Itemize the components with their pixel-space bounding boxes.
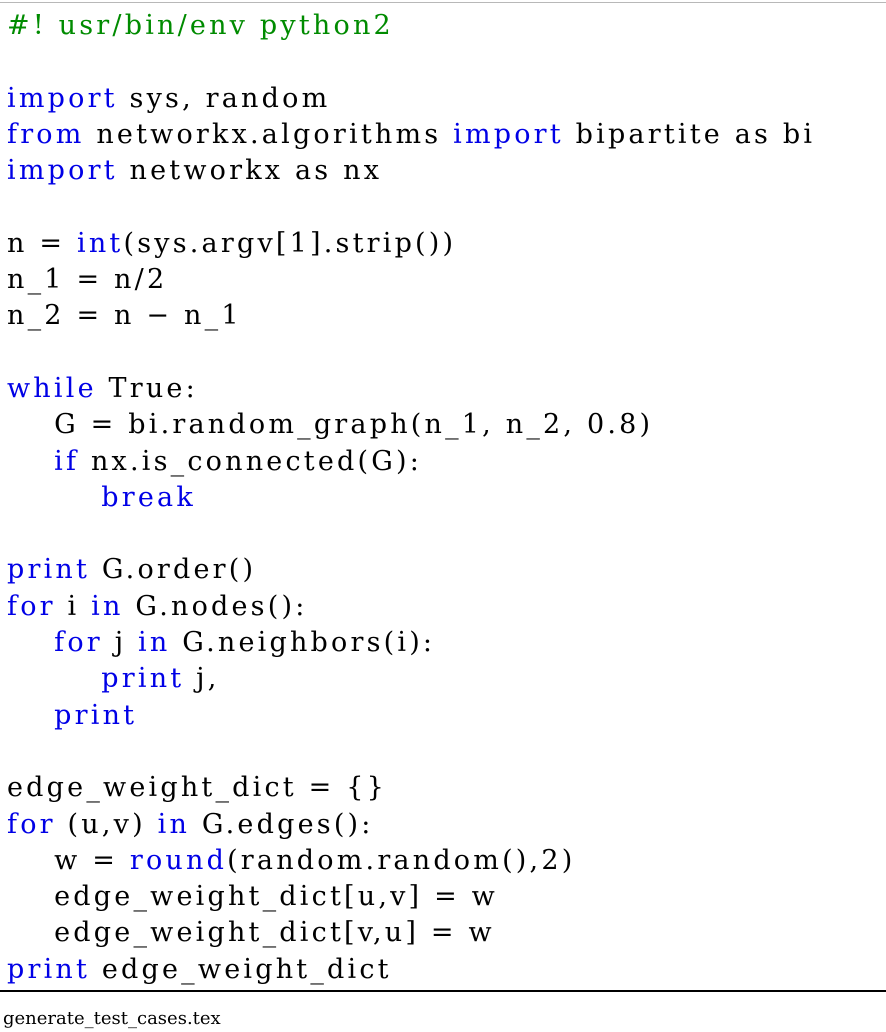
text-token: (random.random(),2): [227, 844, 576, 876]
keyword-token: round: [129, 844, 228, 876]
code-line: from networkx.algorithms import bipartit…: [7, 117, 882, 153]
code-line: edge_weight_dict[u,v] = w: [7, 879, 882, 915]
file-caption: generate_test_cases.tex: [3, 1008, 221, 1029]
code-line: [7, 734, 882, 770]
code-line: [7, 516, 882, 552]
code-line: print edge_weight_dict: [7, 952, 882, 988]
code-line: for j in G.neighbors(i):: [7, 625, 882, 661]
code-line: [7, 189, 882, 225]
text-token: networkx.algorithms: [84, 118, 454, 150]
keyword-token: import: [7, 155, 118, 187]
code-line: #! usr/bin/env python2: [7, 8, 882, 44]
keyword-token: print: [101, 663, 185, 695]
code-line: import networkx as nx: [7, 153, 882, 189]
text-token: bipartite as bi: [563, 118, 816, 150]
text-token: G.neighbors(i):: [170, 627, 436, 659]
keyword-token: print: [7, 554, 91, 586]
text-token: G.order(): [90, 554, 257, 586]
code-line: break: [7, 480, 882, 516]
text-token: w =: [7, 844, 130, 876]
code-line: G = bi.random_graph(n_1, n_2, 0.8): [7, 407, 882, 443]
text-token: G = bi.random_graph(n_1, n_2, 0.8): [7, 409, 654, 441]
text-token: (u,v): [55, 808, 158, 840]
code-line: print j,: [7, 661, 882, 697]
keyword-token: import: [453, 118, 564, 150]
code-line: n_1 = n/2: [7, 262, 882, 298]
keyword-token: from: [7, 118, 85, 150]
code-line: n_2 = n − n_1: [7, 298, 882, 334]
keyword-token: print: [7, 953, 91, 985]
text-token: nx.is_connected(G):: [79, 445, 423, 477]
text-token: sys, random: [117, 82, 331, 114]
code-line: if nx.is_connected(G):: [7, 444, 882, 480]
top-rule: [0, 2, 886, 3]
keyword-token: break: [101, 481, 196, 513]
keyword-token: in: [91, 590, 124, 622]
code-line: for (u,v) in G.edges():: [7, 807, 882, 843]
code-line: edge_weight_dict = {}: [7, 770, 882, 806]
text-token: G.nodes():: [123, 590, 308, 622]
code-line: w = round(random.random(),2): [7, 843, 882, 879]
code-line: while True:: [7, 371, 882, 407]
text-token: j,: [184, 663, 220, 695]
text-token: j: [102, 627, 139, 659]
keyword-token: for: [7, 590, 56, 622]
code-line: [7, 335, 882, 371]
keyword-token: while: [7, 372, 97, 404]
text-token: n_2 = n − n_1: [7, 300, 242, 332]
text-token: True:: [96, 372, 198, 404]
text-token: (sys.argv[1].strip()): [123, 227, 457, 259]
keyword-token: in: [157, 808, 191, 840]
code-line: for i in G.nodes():: [7, 589, 882, 625]
code-line: [7, 44, 882, 80]
text-token: G.edges():: [190, 808, 374, 840]
text-token: [7, 482, 101, 513]
code-line: print: [7, 698, 882, 734]
text-token: i: [55, 590, 92, 622]
keyword-token: int: [76, 227, 124, 259]
text-token: edge_weight_dict[v,u] = w: [7, 917, 495, 949]
text-token: [7, 446, 54, 477]
code-line: print G.order(): [7, 552, 882, 588]
comment-token: #! usr/bin/env python2: [7, 10, 394, 41]
text-token: n_1 = n/2: [7, 264, 168, 296]
text-token: [7, 700, 54, 731]
code-line: n = int(sys.argv[1].strip()): [7, 226, 882, 262]
text-token: [7, 627, 54, 658]
code-listing: #! usr/bin/env python2 import sys, rando…: [7, 8, 882, 988]
text-token: n =: [7, 227, 77, 259]
keyword-token: in: [138, 627, 171, 659]
text-token: [7, 663, 101, 694]
bottom-rule: [0, 990, 886, 992]
keyword-token: import: [7, 82, 118, 114]
keyword-token: for: [7, 808, 56, 840]
code-line: import sys, random: [7, 81, 882, 117]
code-line: edge_weight_dict[v,u] = w: [7, 915, 882, 951]
text-token: edge_weight_dict = {}: [7, 772, 388, 804]
keyword-token: if: [54, 445, 80, 477]
text-token: edge_weight_dict[u,v] = w: [7, 881, 498, 913]
text-token: networkx as nx: [117, 155, 383, 187]
keyword-token: for: [54, 627, 103, 659]
keyword-token: print: [54, 699, 138, 731]
text-token: edge_weight_dict: [90, 953, 392, 985]
